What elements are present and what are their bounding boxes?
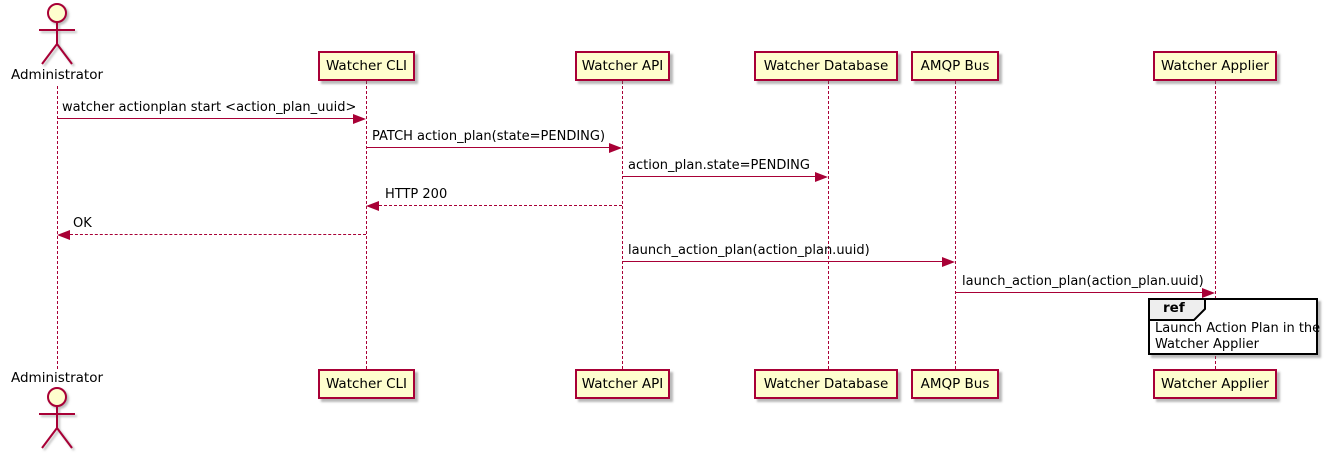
participant-watcher-cli-bottom: Watcher CLI [318, 369, 415, 399]
ref-keyword-label: ref [1163, 300, 1185, 316]
message-4-line [379, 205, 622, 206]
actor-label-top: Administrator [10, 67, 104, 83]
message-7-line [955, 292, 1203, 293]
actor-stick-figure-icon [39, 3, 75, 65]
participant-label: Watcher Database [763, 376, 889, 392]
ref-text-line-2: Watcher Applier [1155, 337, 1259, 352]
actor-stick-figure-icon [39, 387, 75, 449]
lifeline-administrator [57, 86, 58, 369]
message-6-label: launch_action_plan(action_plan.uuid) [628, 243, 870, 258]
participant-amqp-bus-bottom: AMQP Bus [911, 369, 999, 399]
lifeline-watcher-applier [1215, 81, 1216, 369]
message-4-label: HTTP 200 [385, 187, 448, 202]
participant-label: Watcher API [581, 58, 664, 74]
participant-label: Watcher CLI [325, 58, 408, 74]
participant-label: Watcher Applier [1161, 376, 1269, 392]
message-1-label: watcher actionplan start <action_plan_uu… [62, 100, 357, 115]
message-3-line [622, 176, 816, 177]
message-7-arrowhead [1202, 288, 1215, 298]
message-4-arrowhead [366, 201, 379, 211]
lifeline-amqp-bus [955, 81, 956, 369]
message-2-label: PATCH action_plan(state=PENDING) [372, 129, 606, 144]
participant-label: Watcher CLI [325, 376, 408, 392]
message-2-arrowhead [609, 143, 622, 153]
actor-label-bottom: Administrator [10, 370, 104, 386]
message-2-line [366, 147, 610, 148]
message-7-label: launch_action_plan(action_plan.uuid) [962, 274, 1204, 289]
message-5-arrowhead [57, 230, 70, 240]
participant-label: Watcher Applier [1161, 58, 1269, 74]
participant-label: Watcher API [581, 376, 664, 392]
ref-header-pentagon-icon [1148, 298, 1206, 321]
participant-watcher-applier-bottom: Watcher Applier [1153, 369, 1277, 399]
ref-text-line-1: Launch Action Plan in the [1155, 321, 1321, 336]
lifeline-watcher-api [622, 81, 623, 369]
participant-watcher-cli-top: Watcher CLI [318, 51, 415, 81]
message-6-line [622, 261, 943, 262]
ref-text: Launch Action Plan in the Watcher Applie… [1155, 321, 1320, 353]
participant-label: Watcher Database [763, 58, 889, 74]
participant-watcher-api-top: Watcher API [575, 51, 670, 81]
message-1-line [57, 118, 354, 119]
lifeline-watcher-database [828, 81, 829, 369]
message-5-label: OK [73, 216, 92, 231]
ref-fragment: ref Launch Action Plan in the Watcher Ap… [1148, 298, 1320, 355]
participant-watcher-api-bottom: Watcher API [575, 369, 670, 399]
message-5-line [70, 234, 366, 235]
message-1-arrowhead [353, 114, 366, 124]
participant-watcher-applier-top: Watcher Applier [1153, 51, 1277, 81]
participant-watcher-database-bottom: Watcher Database [754, 369, 898, 399]
lifeline-watcher-cli [366, 81, 367, 369]
participant-label: AMQP Bus [920, 58, 990, 74]
message-6-arrowhead [942, 257, 955, 267]
participant-watcher-database-top: Watcher Database [754, 51, 898, 81]
participant-amqp-bus-top: AMQP Bus [911, 51, 999, 81]
message-3-label: action_plan.state=PENDING [628, 158, 810, 173]
participant-label: AMQP Bus [920, 376, 990, 392]
message-3-arrowhead [815, 172, 828, 182]
